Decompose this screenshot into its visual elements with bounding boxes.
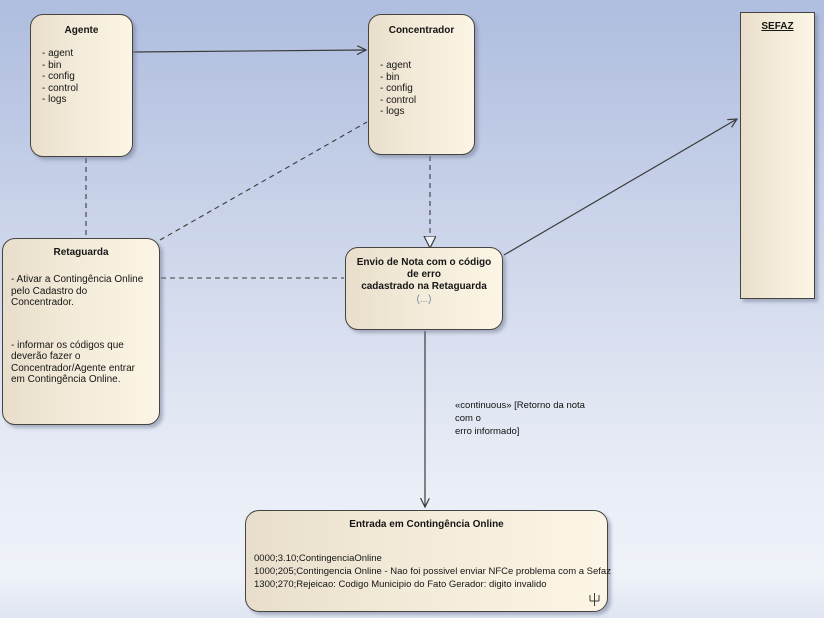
attribute: - control bbox=[42, 82, 79, 94]
node-retaguarda[interactable]: Retaguarda - Ativar a Contingência Onlin… bbox=[2, 238, 160, 425]
attribute: - logs bbox=[380, 106, 405, 117]
connector-agente-concentrador[interactable] bbox=[132, 50, 366, 52]
attribute-list: - agent - bin - config - control - logs bbox=[369, 60, 474, 118]
attribute: - control bbox=[380, 94, 417, 106]
attribute: - logs bbox=[42, 94, 67, 105]
connector-label-continuous: «continuous» [Retorno da nota com o erro… bbox=[455, 400, 585, 437]
node-agente[interactable]: Agente - agent - bin - config - control … bbox=[30, 14, 133, 157]
attribute-list: - agent - bin - config - control - logs bbox=[31, 48, 132, 106]
composite-diagram-icon bbox=[589, 593, 600, 606]
collapsed-content-indicator: (...) bbox=[416, 294, 432, 305]
attribute: - config bbox=[42, 71, 75, 82]
node-title: Concentrador bbox=[388, 25, 455, 36]
attribute: - config bbox=[380, 83, 413, 94]
error-code-list: 0000;3.10;ContingenciaOnline 1000;205;Co… bbox=[246, 552, 611, 591]
note-paragraph: - informar os códigos que deverão fazer … bbox=[11, 339, 135, 386]
attribute: - agent bbox=[380, 60, 412, 71]
error-code-line: 0000;3.10;ContingenciaOnline bbox=[254, 553, 382, 564]
node-concentrador[interactable]: Concentrador - agent - bin - config - co… bbox=[368, 14, 475, 155]
node-entrada-contingencia[interactable]: Entrada em Contingência Online 0000;3.10… bbox=[245, 510, 611, 612]
attribute: - agent bbox=[42, 48, 74, 59]
error-code-line: 1300;270;Rejeicao: Codigo Municipio do F… bbox=[254, 579, 547, 590]
node-envio-de-nota[interactable]: Envio de Nota com o código de erro cadas… bbox=[345, 247, 503, 330]
connector-envio-sefaz[interactable] bbox=[503, 119, 737, 256]
node-title: Envio de Nota com o código de erro cadas… bbox=[356, 257, 492, 292]
connector-retaguarda-concentrador[interactable] bbox=[159, 121, 368, 241]
node-title: Retaguarda bbox=[53, 247, 109, 258]
note-paragraph: - Ativar a Contingência Online pelo Cada… bbox=[11, 274, 144, 308]
node-title: Entrada em Contingência Online bbox=[349, 519, 504, 530]
node-sefaz[interactable]: SEFAZ bbox=[740, 12, 815, 299]
error-code-line: 1000;205;Contingencia Online - Nao foi p… bbox=[254, 566, 611, 577]
node-title: SEFAZ bbox=[761, 21, 794, 32]
attribute: - bin bbox=[380, 71, 400, 83]
attribute: - bin bbox=[42, 59, 62, 71]
node-title: Agente bbox=[64, 25, 99, 36]
